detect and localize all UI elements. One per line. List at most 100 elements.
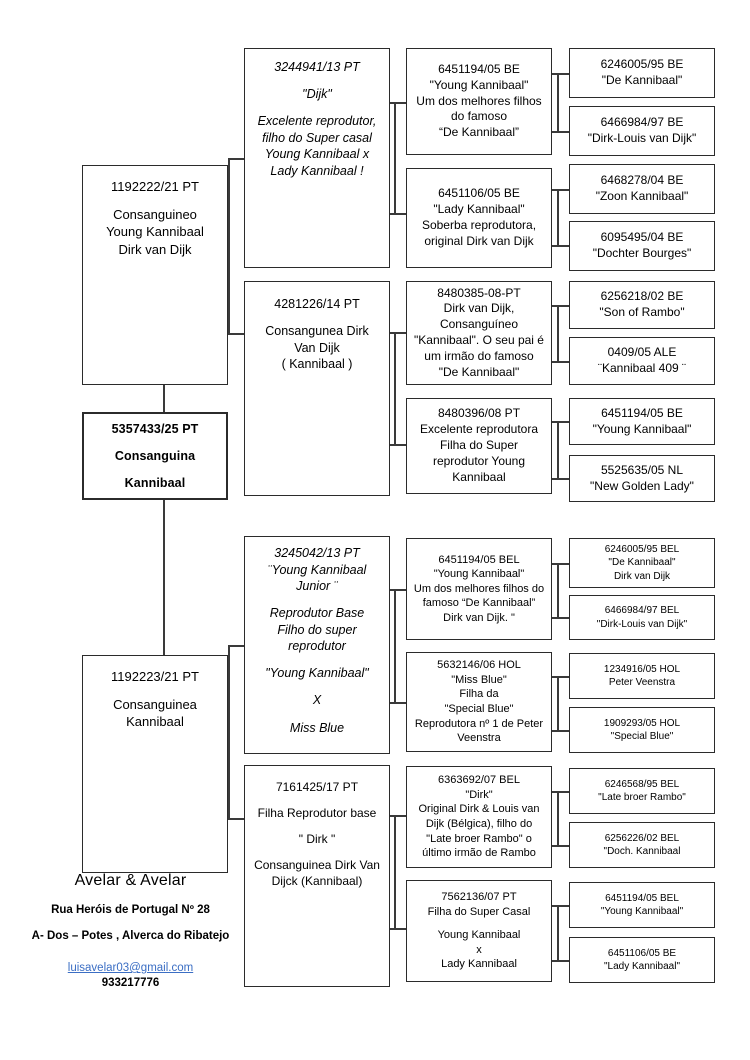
gggp-ring: 6246568/95 BEL — [604, 778, 680, 790]
gggp-name: "Zoon Kannibaal" — [595, 189, 689, 203]
subject-ring: 5357433/25 PT — [111, 421, 199, 436]
gggp-name: "Dochter Bourges" — [592, 246, 692, 260]
connector — [557, 676, 559, 731]
ggp-d1: Young Kannibaal — [437, 929, 521, 942]
connector — [163, 500, 165, 655]
great-grandparent-box-4[interactable]: 8480396/08 PT Excelente reprodutora Filh… — [406, 398, 552, 494]
ggp-d3: Reprodutora nº 1 de Peter — [414, 717, 544, 730]
parent-box-dam[interactable]: 1192223/21 PT Consanguinea Kannibaal — [82, 655, 228, 873]
grandparent-box-2[interactable]: 4281226/14 PT Consangunea Dirk Van Dijk … — [244, 281, 390, 496]
ggp-ring: 8480396/08 PT — [437, 406, 521, 421]
great-grandparent-box-5[interactable]: 6451194/05 BEL "Young Kannibaal" Um dos … — [406, 538, 552, 640]
connector — [388, 444, 406, 446]
parent-ring: 1192223/21 PT — [111, 669, 199, 684]
ggp-name: "Young Kannibaal" — [433, 568, 525, 581]
gggp-box-9[interactable]: 6246005/95 BEL "De Kannibaal" Dirk van D… — [569, 538, 715, 588]
connector — [394, 332, 396, 445]
parent-line1: Consanguineo — [113, 207, 197, 223]
connector — [551, 617, 569, 619]
connector — [557, 791, 559, 846]
gggp-box-13[interactable]: 6246568/95 BEL "Late broer Rambo" — [569, 768, 715, 814]
gggp-box-8[interactable]: 5525635/05 NL "New Golden Lady" — [569, 455, 715, 502]
ggp-name: "Dirk" — [465, 788, 493, 801]
connector — [551, 361, 569, 363]
ggp-ring: 8480385-08-PT — [437, 285, 521, 300]
ggp-d1: Dirk van Dijk, — [443, 301, 515, 316]
great-grandparent-box-3[interactable]: 8480385-08-PT Dirk van Dijk, Consanguíne… — [406, 281, 552, 385]
great-grandparent-box-2[interactable]: 6451106/05 BE "Lady Kannibaal" Soberba r… — [406, 168, 552, 268]
gggp-name: "Doch. Kannibaal — [603, 846, 681, 857]
ggp-d4: Veenstra — [457, 732, 501, 745]
gggp-ring: 6466984/97 BEL — [604, 605, 680, 617]
connector — [551, 478, 569, 480]
parent-line3: Dirk van Dijk — [118, 241, 192, 257]
gggp-box-1[interactable]: 6246005/95 BE "De Kannibaal" — [569, 48, 715, 98]
ggp-d4: último irmão de Rambo — [422, 847, 536, 860]
connector — [551, 905, 569, 907]
grandparent-box-3[interactable]: 3245042/13 PT ¨Young Kannibaal Junior ¨ … — [244, 536, 390, 754]
gggp-box-10[interactable]: 6466984/97 BEL "Dirk-Louis van Dijk" — [569, 595, 715, 640]
parent-ring: 1192222/21 PT — [111, 179, 199, 194]
gggp-name: "De Kannibaal" — [601, 73, 683, 87]
gp-desc2: Filho do super — [277, 622, 357, 637]
gggp-ring: 1909293/05 HOL — [603, 717, 681, 729]
connector — [388, 815, 406, 817]
gp-ring: 3245042/13 PT — [274, 546, 360, 560]
gggp-name: "Dirk-Louis van Dijk" — [587, 131, 697, 145]
grandparent-box-1[interactable]: 3244941/13 PT "Dijk" Excelente reproduto… — [244, 48, 390, 268]
gp-desc6: Miss Blue — [289, 720, 345, 735]
ggp-name: Filha do Super Casal — [427, 905, 531, 918]
email-link[interactable]: luisavelar03@gmail.com — [67, 962, 194, 974]
great-grandparent-box-1[interactable]: 6451194/05 BE "Young Kannibaal" Um dos m… — [406, 48, 552, 155]
great-grandparent-box-8[interactable]: 7562136/07 PT Filha do Super Casal Young… — [406, 880, 552, 982]
gggp-ring: 6095495/04 BE — [600, 230, 684, 245]
ggp-name: "Lady Kannibaal" — [433, 202, 525, 217]
grandparent-box-4[interactable]: 7161425/17 PT Filha Reprodutor base " Di… — [244, 765, 390, 987]
connector — [557, 563, 559, 618]
gggp-extra: Dirk van Dijk — [613, 570, 671, 582]
ggp-d2: Dijk (Bélgica), filho do — [425, 818, 533, 830]
ggp-d1: Um dos melhores filhos — [416, 93, 542, 108]
gggp-box-4[interactable]: 6095495/04 BE "Dochter Bourges" — [569, 221, 715, 271]
subject-box[interactable]: 5357433/25 PT Consanguina Kannibaal — [82, 412, 228, 500]
gggp-box-3[interactable]: 6468278/04 BE "Zoon Kannibaal" — [569, 164, 715, 214]
gggp-box-2[interactable]: 6466984/97 BE "Dirk-Louis van Dijk" — [569, 106, 715, 156]
gggp-name: "Late broer Rambo" — [598, 792, 686, 803]
connector — [551, 845, 569, 847]
connector — [228, 645, 230, 819]
ggp-d2: Filha do Super — [439, 438, 519, 453]
gggp-box-6[interactable]: 0409/05 ALE ¨Kannibaal 409 ¨ — [569, 337, 715, 385]
gggp-name: "Special Blue" — [610, 731, 674, 742]
parent-box-sire[interactable]: 1192222/21 PT Consanguineo Young Kanniba… — [82, 165, 228, 385]
gggp-box-5[interactable]: 6256218/02 BE "Son of Rambo" — [569, 281, 715, 329]
great-grandparent-box-7[interactable]: 6363692/07 BEL "Dirk" Original Dirk & Lo… — [406, 766, 552, 868]
ggp-d1: Um dos melhores filhos do — [413, 582, 545, 595]
connector — [551, 421, 569, 423]
gggp-box-14[interactable]: 6256226/02 BEL "Doch. Kannibaal — [569, 822, 715, 868]
ggp-name: "Young Kannibaal" — [429, 77, 529, 92]
connector — [551, 730, 569, 732]
connector — [557, 73, 559, 132]
ggp-d2: Consanguíneo — [439, 317, 519, 332]
connector — [551, 676, 569, 678]
ggp-d4: Kannibaal — [452, 469, 506, 484]
gggp-box-12[interactable]: 1909293/05 HOL "Special Blue" — [569, 707, 715, 753]
gggp-box-11[interactable]: 1234916/05 HOL Peter Veenstra — [569, 653, 715, 699]
connector — [551, 73, 569, 75]
gggp-box-7[interactable]: 6451194/05 BE "Young Kannibaal" — [569, 398, 715, 445]
ggp-d3: "Late broer Rambo" o — [426, 832, 532, 845]
gggp-box-15[interactable]: 6451194/05 BEL "Young Kannibaal" — [569, 882, 715, 928]
gggp-ring: 6451194/05 BE — [601, 405, 683, 420]
great-grandparent-box-6[interactable]: 5632146/06 HOL "Miss Blue" Filha da "Spe… — [406, 652, 552, 752]
connector — [228, 818, 244, 820]
gggp-name: "Son of Rambo" — [599, 305, 685, 319]
ggp-ring: 6363692/07 BEL — [438, 774, 520, 787]
connector — [394, 589, 396, 703]
connector — [388, 928, 406, 930]
gp-name1: ¨Young Kannibaal — [267, 562, 367, 577]
gp-line1: Consangunea Dirk — [265, 324, 369, 339]
gggp-box-16[interactable]: 6451106/05 BE "Lady Kannibaal" — [569, 937, 715, 983]
gggp-ring: 6451106/05 BE — [607, 947, 677, 959]
gp-name2: Junior ¨ — [296, 579, 338, 593]
